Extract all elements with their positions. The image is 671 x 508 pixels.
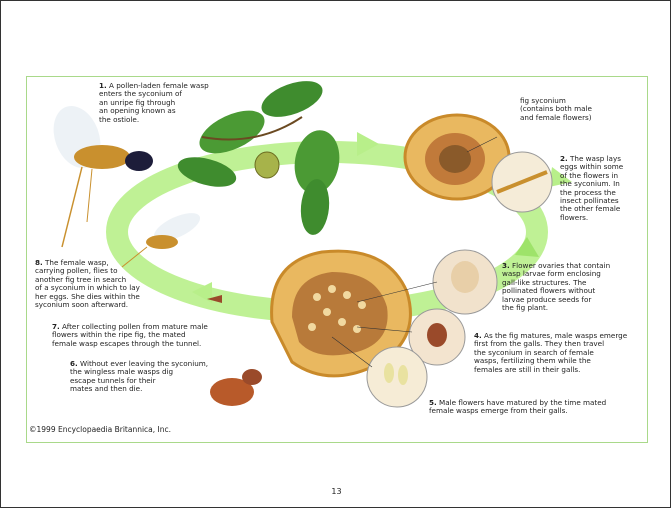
step-3-text: Flower ovaries that contain wasp larvae …	[502, 261, 610, 312]
page-number: 13	[1, 487, 671, 496]
detail-circle-3	[433, 250, 497, 314]
step-7-text: After collecting pollen from mature male…	[52, 322, 208, 348]
caption-step-1: 1. A pollen-laden female wasp enters the…	[99, 82, 209, 124]
detail-circle-5	[367, 347, 427, 407]
step-2-text: The wasp lays eggs within some of the fl…	[560, 154, 623, 222]
step-1-text: A pollen-laden female wasp enters the sy…	[99, 81, 209, 124]
caption-step-5: 5. Male flowers have matured by the time…	[429, 399, 606, 416]
step-5-text: Male flowers have matured by the time ma…	[429, 398, 606, 415]
fig-wasp-lifecycle-diagram: 1. A pollen-laden female wasp enters the…	[26, 76, 648, 443]
detail-circle-2	[492, 152, 552, 212]
caption-step-7: 7. After collecting pollen from mature m…	[52, 323, 208, 348]
step-6-text: Without ever leaving the syconium, the w…	[70, 359, 208, 393]
male-wasp-wingless	[210, 369, 262, 406]
caption-step-2: 2. The wasp lays eggs within some of the…	[560, 155, 623, 222]
caption-step-3: 3. Flower ovaries that contain wasp larv…	[502, 262, 610, 312]
step-8-text: The female wasp, carrying pollen, flies …	[35, 258, 140, 309]
copyright-notice: ©1999 Encyclopaedia Britannica, Inc.	[29, 425, 171, 434]
step-4-text: As the fig matures, male wasps emerge fi…	[474, 331, 627, 374]
caption-step-8: 8. The female wasp, carrying pollen, fli…	[35, 259, 140, 309]
syconium-label: fig syconium (contains both male and fem…	[520, 97, 592, 122]
caption-step-4: 4. As the fig matures, male wasps emerge…	[474, 332, 627, 374]
caption-step-6: 6. Without ever leaving the syconium, th…	[70, 360, 208, 394]
